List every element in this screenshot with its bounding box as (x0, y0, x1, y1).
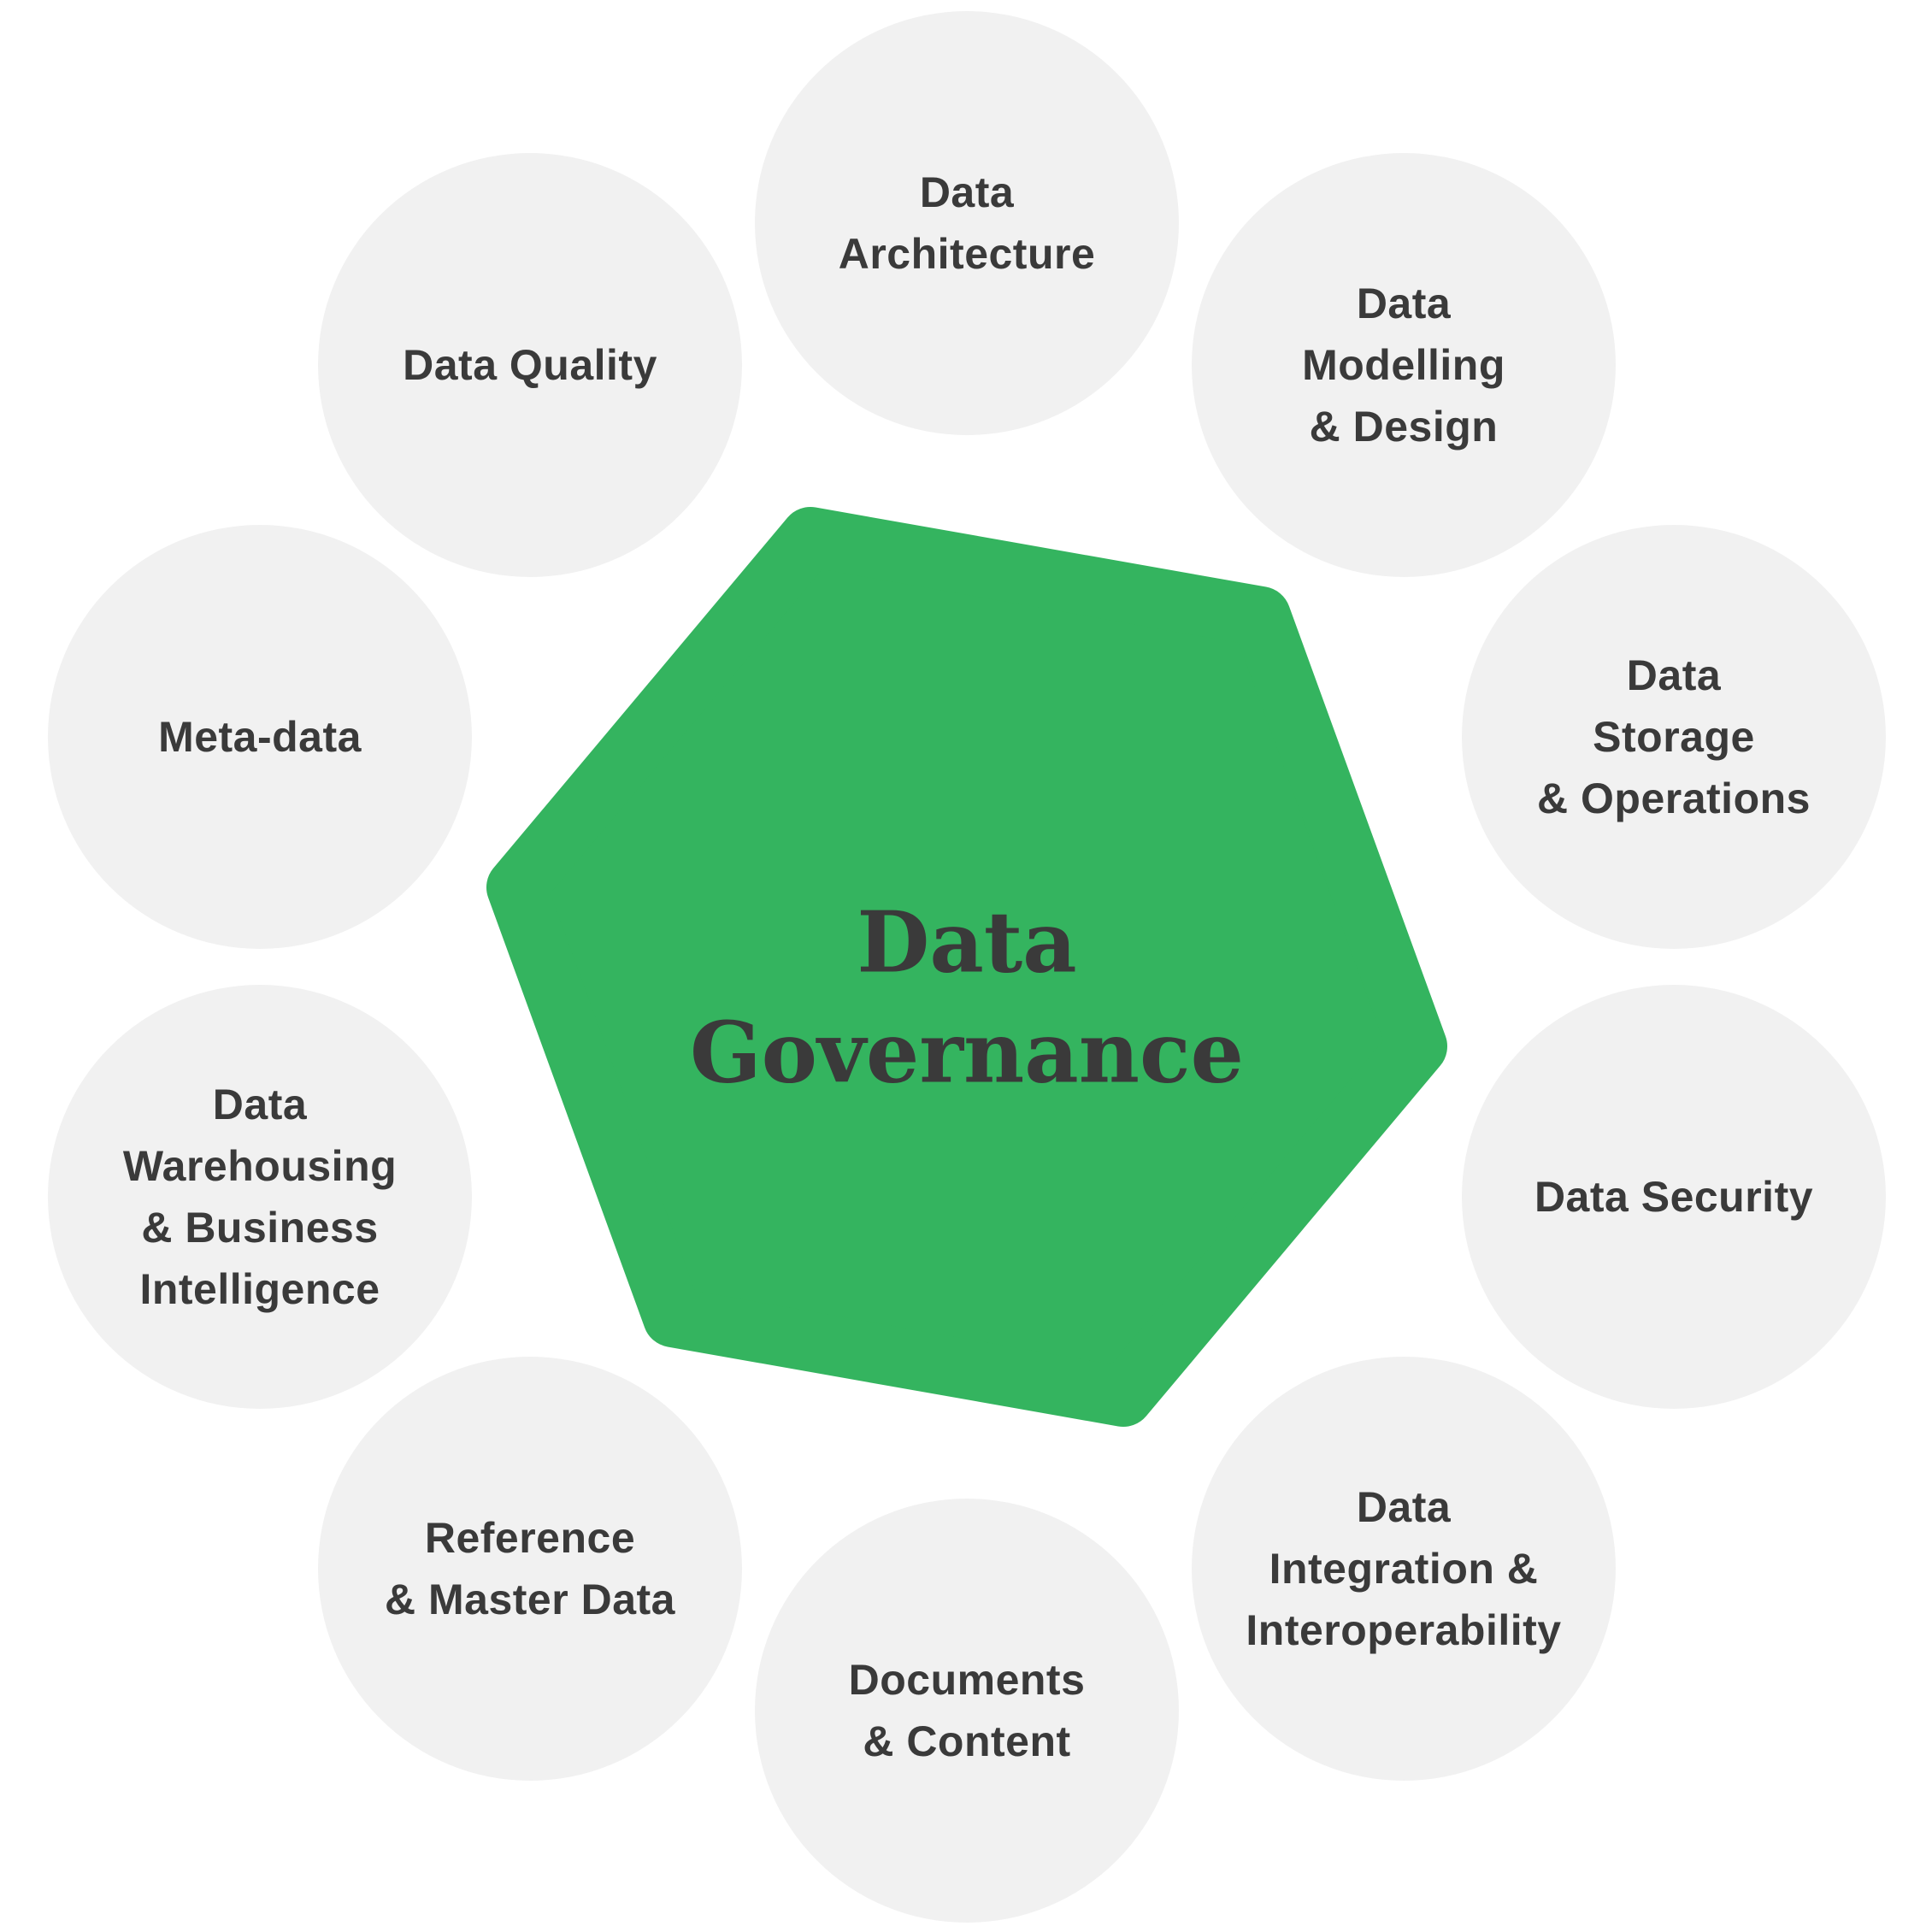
circle-label-data-architecture: Data Architecture (838, 168, 1096, 278)
circle-reference-master-data: Reference & Master Data (318, 1357, 742, 1781)
circle-label-data-storage-operations: Data Storage & Operations (1537, 651, 1811, 822)
circle-data-modelling-design: Data Modelling & Design (1192, 153, 1616, 577)
circle-label-data-quality: Data Quality (403, 341, 657, 389)
circle-data-warehousing-business-intelligence: Data Warehousing & Business Intelligence (48, 985, 472, 1409)
hexagon-label: Data Governance (689, 893, 1245, 1103)
circle-label-documents-content: Documents & Content (848, 1656, 1086, 1765)
circle-label-reference-master-data: Reference & Master Data (385, 1514, 675, 1623)
circle-label-data-modelling-design: Data Modelling & Design (1302, 280, 1505, 451)
circle-meta-data: Meta-data (48, 525, 472, 949)
circle-documents-content: Documents & Content (755, 1499, 1179, 1923)
circle-data-security: Data Security (1462, 985, 1886, 1409)
circle-data-quality: Data Quality (318, 153, 742, 577)
circle-label-meta-data: Meta-data (158, 713, 362, 761)
circle-data-integration-interoperability: Data Integration & Interoperability (1192, 1357, 1616, 1781)
hexagon-shape (486, 507, 1447, 1427)
circle-label-data-warehousing-business-intelligence: Data Warehousing & Business Intelligence (122, 1081, 398, 1313)
circle-label-data-integration-interoperability: Data Integration & Interoperability (1246, 1483, 1562, 1654)
circle-label-data-security: Data Security (1534, 1173, 1814, 1221)
circle-data-storage-operations: Data Storage & Operations (1462, 525, 1886, 949)
circle-data-architecture: Data Architecture (755, 11, 1179, 435)
